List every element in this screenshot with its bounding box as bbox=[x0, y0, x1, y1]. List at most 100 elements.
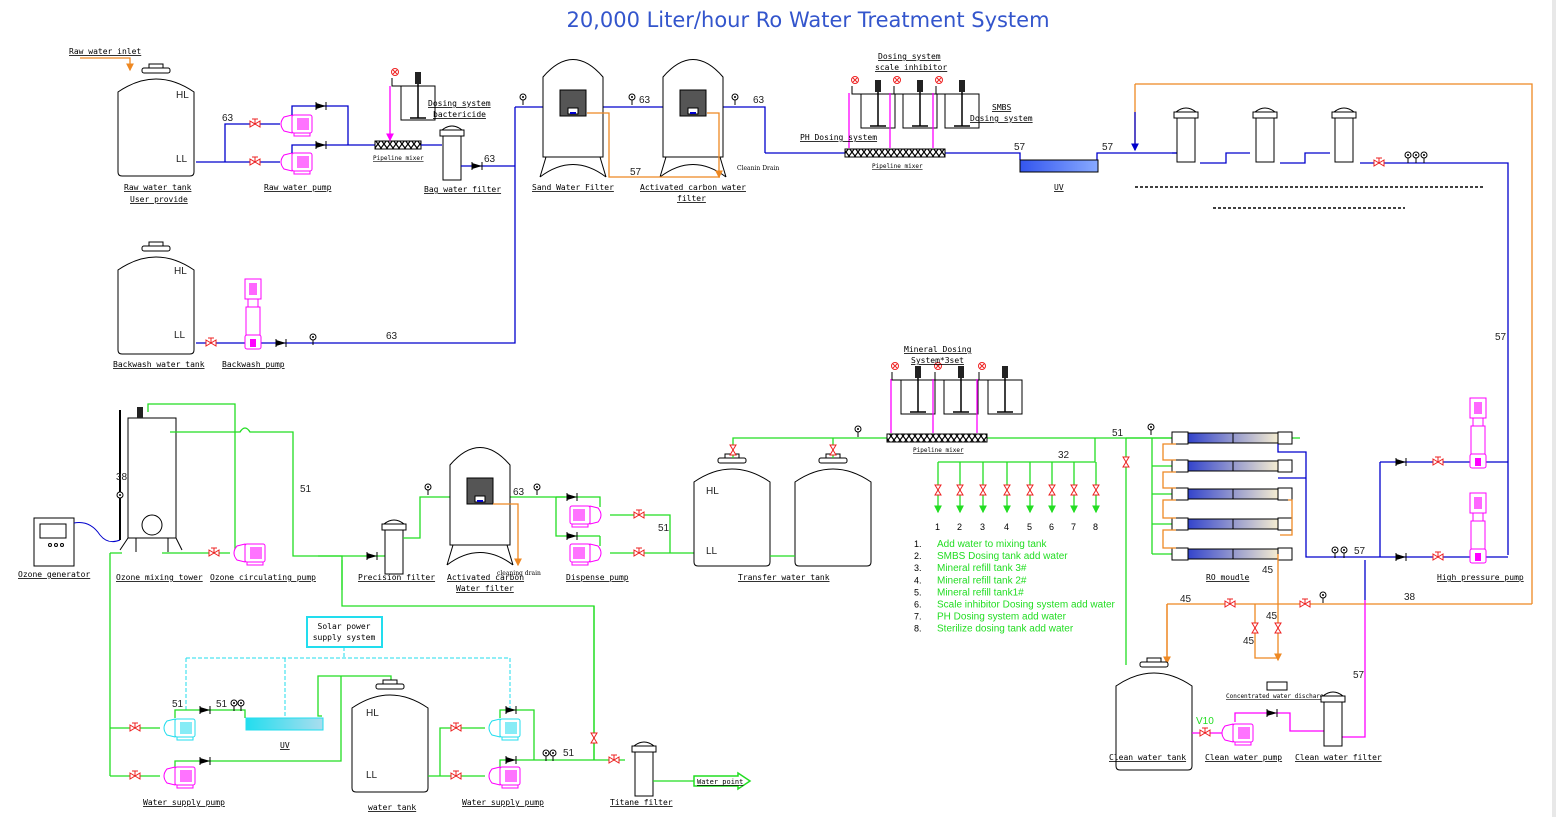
solar-power-supply[interactable]: Solar power supply system bbox=[306, 616, 383, 648]
scrollbar[interactable] bbox=[1552, 0, 1556, 817]
check-valve[interactable] bbox=[275, 338, 287, 348]
outlet-valve[interactable] bbox=[1003, 484, 1011, 496]
security-filter-1[interactable] bbox=[1173, 107, 1199, 163]
valve[interactable] bbox=[633, 547, 645, 557]
valve[interactable] bbox=[608, 754, 620, 764]
pipeline-mixer-1[interactable] bbox=[374, 140, 422, 150]
valve[interactable] bbox=[1274, 622, 1282, 634]
water-supply-pump-4[interactable] bbox=[488, 766, 521, 789]
uv-sterilizer-2[interactable] bbox=[245, 717, 324, 731]
clean-water-pump[interactable] bbox=[1221, 723, 1254, 746]
mineral-dosing-2[interactable] bbox=[933, 361, 979, 415]
water-supply-pump-2[interactable] bbox=[163, 766, 196, 789]
ozone-circulating-pump[interactable] bbox=[233, 543, 266, 566]
mineral-dosing-1[interactable] bbox=[890, 361, 936, 415]
titane-filter[interactable] bbox=[631, 741, 657, 797]
water-supply-pump-1[interactable] bbox=[163, 718, 196, 741]
ro-module-2[interactable] bbox=[1171, 459, 1293, 473]
valve[interactable] bbox=[1373, 157, 1385, 167]
ozone-mixing-tower[interactable] bbox=[119, 407, 183, 552]
check-valve[interactable] bbox=[1266, 708, 1278, 718]
backwash-water-tank[interactable]: HL LL bbox=[117, 241, 195, 355]
valve[interactable] bbox=[129, 770, 141, 780]
pipeline-mixer-2[interactable] bbox=[844, 148, 946, 158]
uv-sterilizer-1[interactable] bbox=[1019, 159, 1099, 173]
outlet-valve[interactable] bbox=[1092, 484, 1100, 496]
activated-carbon-filter[interactable] bbox=[659, 59, 727, 178]
valve[interactable] bbox=[729, 444, 737, 456]
label-titane-filter: Titane filter bbox=[610, 798, 673, 807]
valve[interactable] bbox=[1224, 598, 1236, 608]
water-point-arrow[interactable]: Water point bbox=[693, 771, 752, 791]
valve[interactable] bbox=[1432, 456, 1444, 466]
legend-item: Mineral refill tank1# bbox=[937, 587, 1024, 598]
pipe-size-51: 51 bbox=[172, 699, 184, 710]
check-valve[interactable] bbox=[199, 705, 211, 715]
valve[interactable] bbox=[633, 509, 645, 519]
valve[interactable] bbox=[829, 444, 837, 456]
outlet-valve[interactable] bbox=[1026, 484, 1034, 496]
security-filter-3[interactable] bbox=[1331, 107, 1357, 163]
valve[interactable] bbox=[1251, 622, 1259, 634]
activated-carbon-filter-2[interactable] bbox=[446, 447, 514, 566]
outlet-valve[interactable] bbox=[956, 484, 964, 496]
precision-filter[interactable] bbox=[381, 519, 407, 575]
valve[interactable] bbox=[249, 156, 261, 166]
check-valve[interactable] bbox=[505, 755, 517, 765]
dosing-system-bactericide[interactable] bbox=[390, 67, 436, 121]
valve[interactable] bbox=[1299, 598, 1311, 608]
backwash-pump[interactable] bbox=[244, 278, 262, 350]
raw-water-pump-1[interactable] bbox=[280, 114, 313, 137]
ro-module-4[interactable] bbox=[1171, 517, 1293, 531]
dosing-system-scale-inhibitor[interactable] bbox=[892, 75, 938, 129]
clean-water-filter[interactable] bbox=[1320, 691, 1346, 747]
raw-water-pump-2[interactable] bbox=[280, 152, 313, 175]
legend-item: PH Dosing system add water bbox=[937, 612, 1067, 623]
high-pressure-pump-1[interactable] bbox=[1469, 397, 1487, 469]
check-valve[interactable] bbox=[505, 705, 517, 715]
security-filter-2[interactable] bbox=[1252, 107, 1278, 163]
valve[interactable] bbox=[208, 547, 220, 557]
check-valve[interactable] bbox=[566, 492, 578, 502]
outlet-valve[interactable] bbox=[1070, 484, 1078, 496]
check-valve[interactable] bbox=[471, 161, 483, 171]
check-valve[interactable] bbox=[566, 531, 578, 541]
high-pressure-pump-2[interactable] bbox=[1469, 492, 1487, 564]
ozone-generator[interactable] bbox=[33, 517, 75, 567]
valve[interactable] bbox=[590, 732, 598, 744]
check-valve[interactable] bbox=[315, 101, 327, 111]
ro-module-3[interactable] bbox=[1171, 487, 1293, 501]
outlet-valve[interactable] bbox=[1048, 484, 1056, 496]
valve[interactable] bbox=[205, 337, 217, 347]
check-valve[interactable] bbox=[199, 756, 211, 766]
outlet-valve[interactable] bbox=[934, 484, 942, 496]
valve[interactable] bbox=[450, 722, 462, 732]
water-supply-pump-3[interactable] bbox=[488, 718, 521, 741]
valve[interactable] bbox=[1122, 456, 1130, 468]
check-valve[interactable] bbox=[1395, 552, 1407, 562]
transfer-water-tank-2[interactable] bbox=[794, 453, 872, 567]
valve-v10[interactable] bbox=[1199, 727, 1211, 737]
dosing-system-ph[interactable] bbox=[850, 75, 896, 129]
valve[interactable] bbox=[249, 118, 261, 128]
dispense-pump-2[interactable] bbox=[569, 543, 602, 566]
dispense-pump-1[interactable] bbox=[569, 505, 602, 528]
pipeline-mixer-3[interactable] bbox=[886, 433, 988, 443]
check-valve[interactable] bbox=[366, 551, 378, 561]
check-valve[interactable] bbox=[1395, 457, 1407, 467]
check-valve[interactable] bbox=[315, 140, 327, 150]
ro-module-1[interactable] bbox=[1171, 431, 1293, 445]
label-solar-2: supply system bbox=[313, 633, 376, 642]
outlet-valve[interactable] bbox=[979, 484, 987, 496]
bag-water-filter[interactable] bbox=[439, 125, 465, 181]
mineral-dosing-3[interactable] bbox=[977, 361, 1023, 415]
raw-water-inlet: Raw water inlet bbox=[69, 47, 141, 72]
valve[interactable] bbox=[129, 722, 141, 732]
transfer-water-tank-1[interactable]: HL LL bbox=[693, 453, 771, 567]
water-tank[interactable]: HL LL bbox=[351, 679, 429, 793]
raw-water-tank[interactable]: HL LL bbox=[117, 63, 195, 177]
valve[interactable] bbox=[450, 770, 462, 780]
ro-module-5[interactable] bbox=[1171, 547, 1293, 561]
sand-water-filter[interactable] bbox=[539, 59, 607, 178]
valve[interactable] bbox=[1432, 551, 1444, 561]
